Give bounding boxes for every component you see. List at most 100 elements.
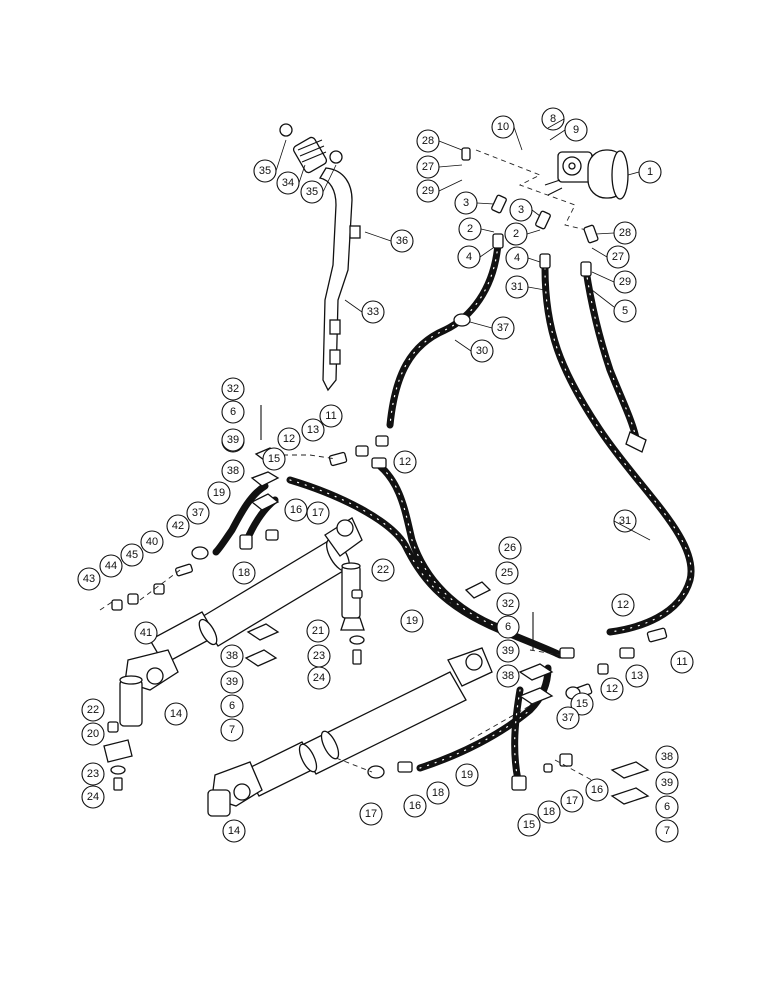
callout-39d: 39 [655, 771, 679, 795]
cylinder-upper [119, 517, 365, 727]
callout-17a: 17 [306, 501, 330, 525]
callout-35b: 35 [300, 180, 324, 204]
callout-7b: 7 [655, 819, 679, 843]
callout-19b: 19 [400, 609, 424, 633]
svg-text:32: 32 [227, 383, 239, 395]
callout-27a: 27 [416, 155, 440, 179]
svg-text:12: 12 [606, 683, 618, 695]
callout-28a: 28 [416, 129, 440, 153]
callout-32b: 32 [496, 592, 520, 616]
svg-text:16: 16 [409, 800, 421, 812]
callout-38b: 38 [220, 644, 244, 668]
svg-text:39: 39 [661, 777, 673, 789]
callout-18a: 18 [232, 561, 256, 585]
callout-16c: 16 [585, 778, 609, 802]
callouts: 1 2 2 3 3 4 4 5 6 6 6 6 7 7 7 8 9 10 11 … [77, 107, 694, 843]
callout-15a: 15 [262, 447, 286, 471]
svg-text:12: 12 [399, 456, 411, 468]
callout-7a: 7 [220, 718, 244, 742]
svg-text:39: 39 [226, 676, 238, 688]
svg-text:27: 27 [612, 251, 624, 263]
callout-18c: 18 [537, 800, 561, 824]
callout-35a: 35 [253, 159, 277, 183]
svg-text:38: 38 [227, 465, 239, 477]
svg-text:12: 12 [617, 599, 629, 611]
svg-text:8: 8 [550, 113, 556, 125]
callout-11a: 11 [319, 404, 343, 428]
callout-8: 8 [541, 107, 565, 131]
callout-9: 9 [564, 118, 588, 142]
svg-text:2: 2 [513, 228, 519, 240]
svg-text:15: 15 [523, 819, 535, 831]
svg-text:17: 17 [365, 808, 377, 820]
svg-text:23: 23 [313, 650, 325, 662]
callout-31b: 31 [613, 509, 637, 533]
svg-text:6: 6 [664, 801, 670, 813]
callout-15c: 15 [517, 813, 541, 837]
callout-23a: 23 [307, 644, 331, 668]
callout-26: 26 [498, 536, 522, 560]
svg-text:29: 29 [422, 185, 434, 197]
callout-42: 42 [166, 514, 190, 538]
svg-text:14: 14 [228, 825, 240, 837]
callout-16b: 16 [403, 794, 427, 818]
svg-text:38: 38 [226, 650, 238, 662]
svg-text:20: 20 [87, 728, 99, 740]
svg-text:35: 35 [259, 165, 271, 177]
callout-21: 21 [306, 619, 330, 643]
svg-text:13: 13 [307, 424, 319, 436]
svg-text:3: 3 [463, 197, 469, 209]
callout-44: 44 [99, 554, 123, 578]
callout-6b: 6 [220, 694, 244, 718]
svg-text:21: 21 [312, 625, 324, 637]
svg-text:6: 6 [505, 621, 511, 633]
callout-17b: 17 [359, 802, 383, 826]
callout-37b: 37 [186, 501, 210, 525]
callout-38a: 38 [221, 459, 245, 483]
svg-text:18: 18 [432, 787, 444, 799]
svg-text:28: 28 [422, 135, 434, 147]
svg-text:18: 18 [543, 806, 555, 818]
callout-12c: 12 [611, 593, 635, 617]
svg-text:26: 26 [504, 542, 516, 554]
svg-text:16: 16 [290, 504, 302, 516]
callout-39a: 39 [221, 428, 245, 452]
callout-11b: 11 [670, 650, 694, 674]
svg-text:17: 17 [566, 795, 578, 807]
svg-text:29: 29 [619, 276, 631, 288]
svg-text:24: 24 [313, 672, 325, 684]
handle-bracket [279, 123, 361, 392]
svg-text:41: 41 [140, 627, 152, 639]
svg-text:24: 24 [87, 791, 99, 803]
svg-text:32: 32 [502, 598, 514, 610]
svg-text:28: 28 [619, 227, 631, 239]
svg-text:4: 4 [466, 251, 472, 263]
callout-22a: 22 [371, 558, 395, 582]
callout-14a: 14 [164, 702, 188, 726]
svg-text:36: 36 [396, 235, 408, 247]
svg-text:37: 37 [192, 507, 204, 519]
svg-text:39: 39 [502, 645, 514, 657]
svg-text:19: 19 [213, 487, 225, 499]
svg-text:13: 13 [631, 670, 643, 682]
svg-text:34: 34 [282, 177, 294, 189]
svg-text:38: 38 [661, 751, 673, 763]
callout-1: 1 [638, 160, 662, 184]
callout-38d: 38 [655, 745, 679, 769]
svg-text:16: 16 [591, 784, 603, 796]
motor-valve-assembly [475, 149, 629, 233]
svg-text:7: 7 [229, 724, 235, 736]
svg-text:22: 22 [377, 564, 389, 576]
callout-6c: 6 [496, 615, 520, 639]
svg-text:22: 22 [87, 704, 99, 716]
svg-text:17: 17 [312, 507, 324, 519]
svg-text:42: 42 [172, 520, 184, 532]
callout-38c: 38 [496, 664, 520, 688]
callout-23b: 23 [81, 762, 105, 786]
callout-3b: 3 [509, 198, 533, 222]
callout-19a: 19 [207, 481, 231, 505]
svg-text:19: 19 [461, 769, 473, 781]
svg-text:37: 37 [562, 712, 574, 724]
svg-text:38: 38 [502, 670, 514, 682]
svg-text:1: 1 [647, 166, 653, 178]
